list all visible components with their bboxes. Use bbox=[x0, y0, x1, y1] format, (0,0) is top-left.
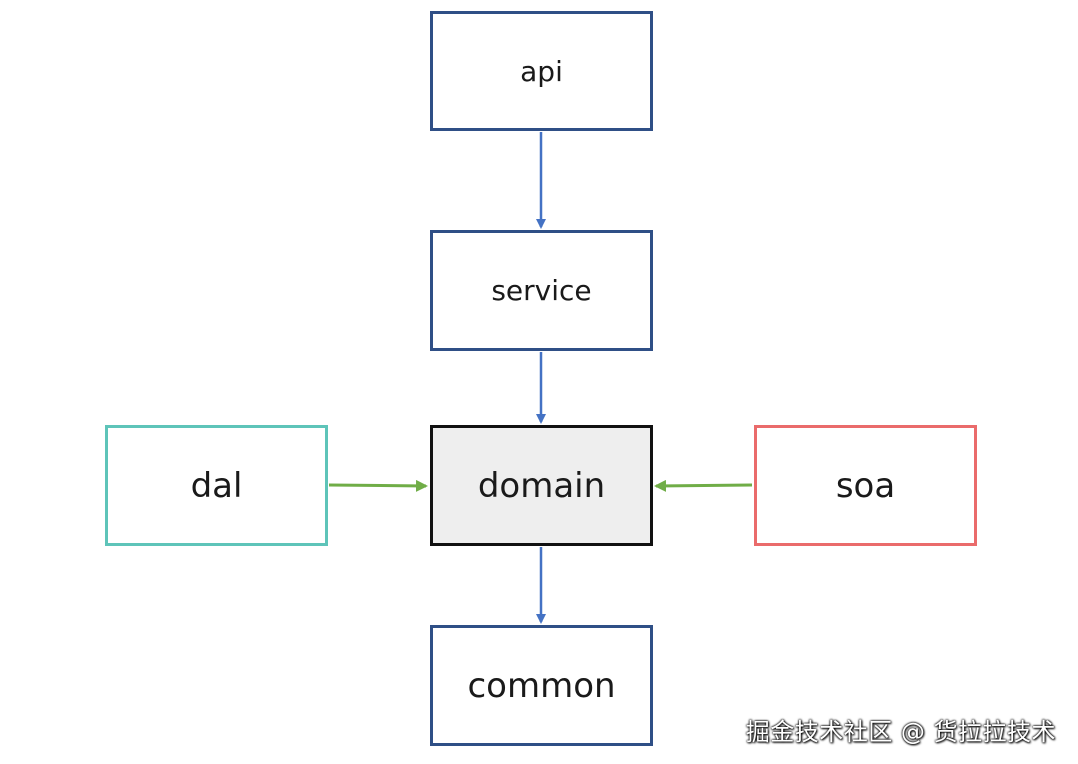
node-common-label: common bbox=[467, 665, 616, 706]
node-service: service bbox=[430, 230, 653, 351]
node-dal-label: dal bbox=[190, 465, 243, 506]
node-soa: soa bbox=[754, 425, 977, 546]
node-domain: domain bbox=[430, 425, 653, 546]
node-api: api bbox=[430, 11, 653, 131]
arrow-dal-to-domain bbox=[328, 479, 428, 492]
node-common: common bbox=[430, 625, 653, 746]
arrow-soa-to-domain bbox=[654, 479, 753, 492]
node-api-label: api bbox=[520, 54, 563, 88]
watermark: 掘金技术社区 @ 货拉拉技术 bbox=[745, 718, 1056, 746]
node-dal: dal bbox=[105, 425, 328, 546]
node-soa-label: soa bbox=[835, 465, 896, 506]
node-service-label: service bbox=[491, 274, 592, 307]
node-domain-label: domain bbox=[477, 465, 606, 506]
